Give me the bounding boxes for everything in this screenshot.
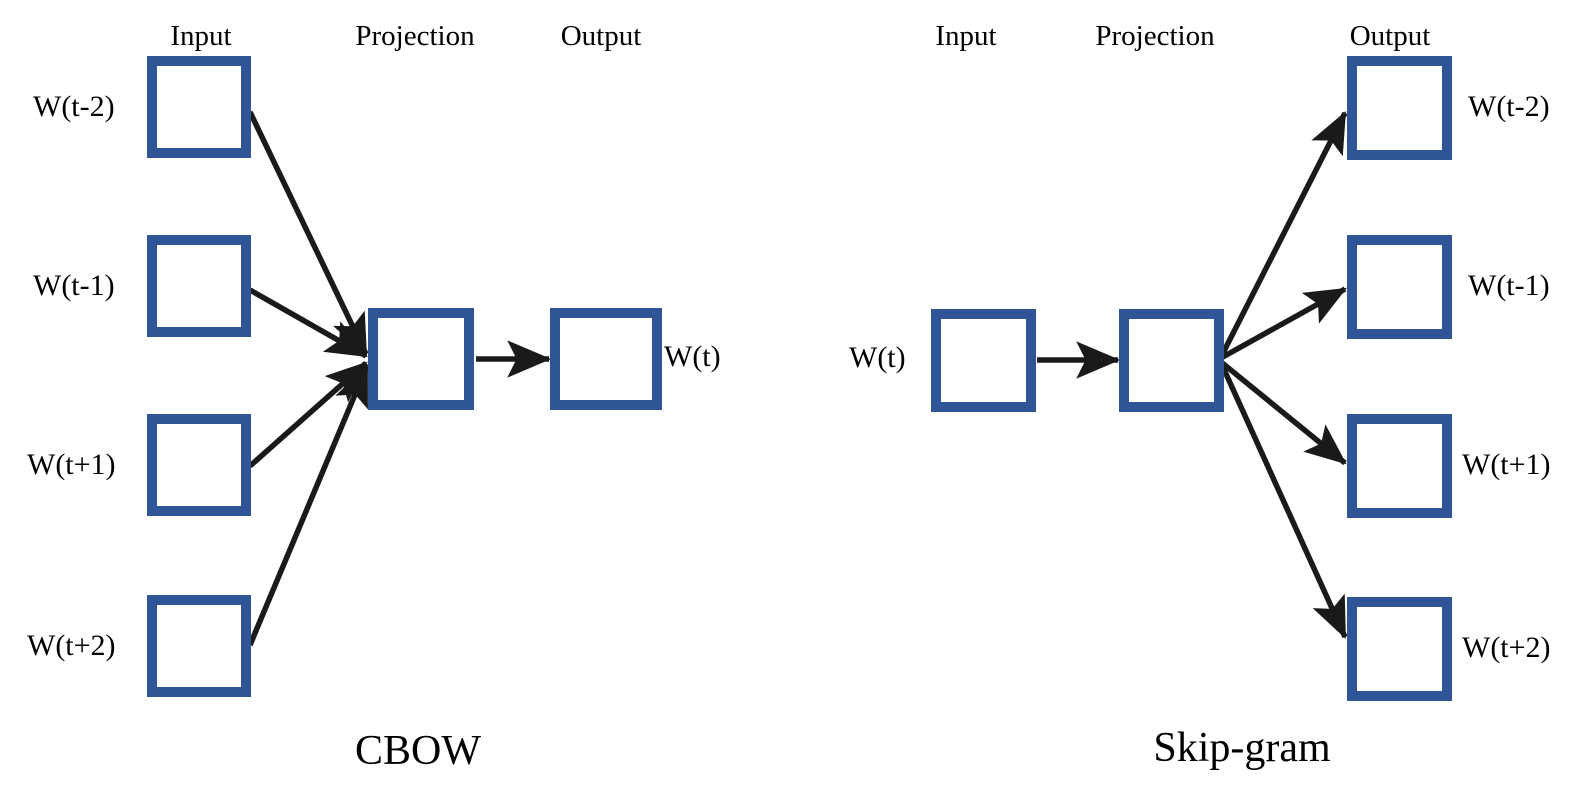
skipgram-header-input: Input [935,20,997,52]
cbow-header-output: Output [560,20,642,52]
skipgram-input-box-wt[interactable] [931,309,1036,412]
arrow-wt2-to-projection [247,363,370,647]
skipgram-caption: Skip-gram [1153,725,1331,771]
skipgram-output-box-wt2[interactable] [1347,597,1452,701]
arrow-projection-to-wt2 [1219,363,1348,640]
cbow-input-box-wt-1[interactable] [147,235,251,337]
cbow-input-box-wt2[interactable] [147,595,251,697]
cbow-output-box-wt[interactable] [550,308,662,410]
cbow-label-wt2: W(t+2) [27,629,116,662]
skipgram-output-box-wt-1[interactable] [1347,235,1452,339]
arrow-wt-1-to-projection [248,287,368,359]
cbow-label-wt1: W(t+1) [27,448,116,481]
cbow-header-projection: Projection [355,20,475,52]
arrow-projection-to-wt-2 [1218,111,1348,359]
cbow-label-wt-2: W(t-2) [33,90,115,123]
skipgram-output-arrows [1218,111,1348,640]
cbow-input-arrows [247,110,370,647]
skipgram-projection-box[interactable] [1119,309,1224,412]
arrow-projection-to-wt-1 [1219,286,1347,361]
skipgram-label-wt-2: W(t-2) [1468,90,1550,123]
arrow-wt1-to-projection [248,360,368,469]
cbow-label-wt: W(t) [664,340,721,373]
cbow-projection-box[interactable] [368,308,474,410]
skipgram-output-box-wt-2[interactable] [1347,56,1452,160]
skipgram-label-wt: W(t) [849,341,906,374]
cbow-label-wt-1: W(t-1) [33,269,115,302]
skipgram-header-output: Output [1349,20,1431,52]
skipgram-label-wt2: W(t+2) [1462,631,1551,664]
cbow-input-box-wt1[interactable] [147,414,251,516]
skipgram-header-projection: Projection [1095,20,1215,52]
arrow-wt-2-to-projection [247,110,369,356]
cbow-input-box-wt-2[interactable] [147,56,251,158]
skipgram-label-wt1: W(t+1) [1462,448,1551,481]
skipgram-output-box-wt1[interactable] [1347,414,1452,518]
arrow-projection-to-wt1 [1219,359,1347,466]
cbow-caption: CBOW [355,728,481,774]
skipgram-label-wt-1: W(t-1) [1468,269,1550,302]
cbow-header-input: Input [170,20,232,52]
